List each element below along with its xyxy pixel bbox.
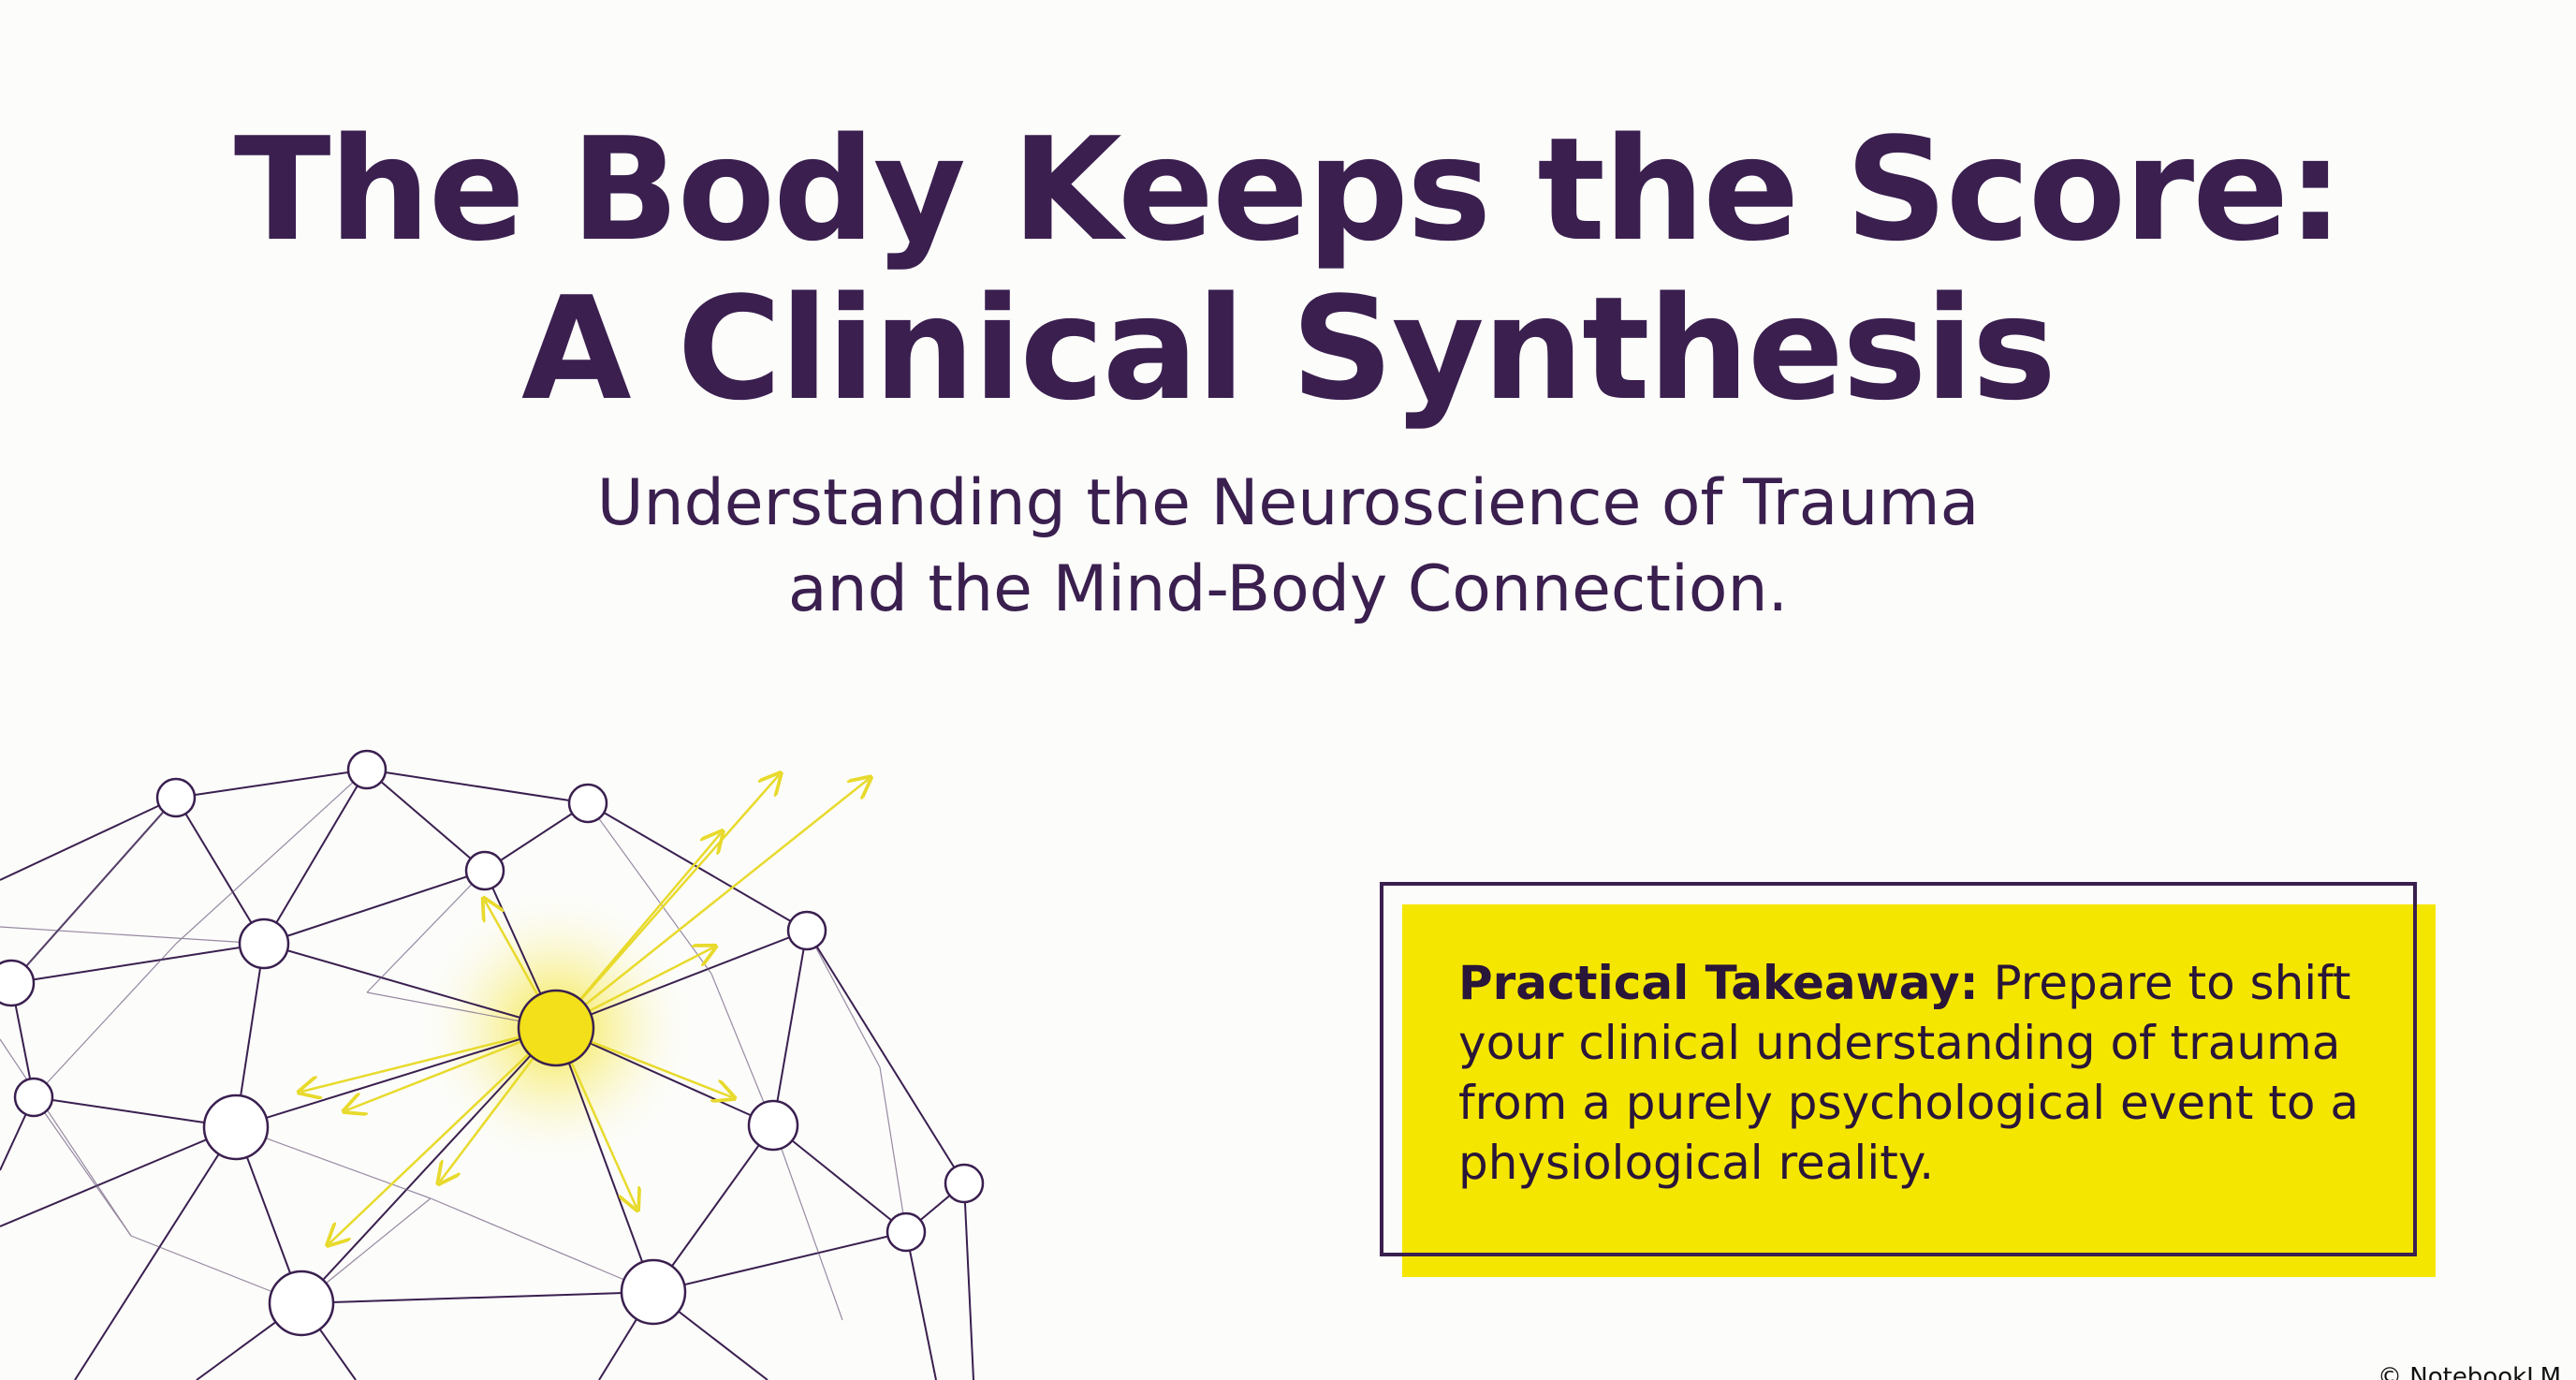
- title-line-2: A Clinical Synthesis: [520, 266, 2056, 432]
- takeaway-frame: [1380, 882, 2417, 1256]
- subtitle-line-1: Understanding the Neuroscience of Trauma: [596, 466, 1980, 540]
- page-subtitle: Understanding the Neuroscience of Trauma…: [0, 461, 2576, 633]
- takeaway-body: Prepare to shift your clinical understan…: [1458, 956, 2360, 1190]
- takeaway-lead: Practical Takeaway:: [1458, 956, 1979, 1010]
- page-title: The Body Keeps the Score: A Clinical Syn…: [0, 110, 2576, 429]
- watermark: © NotebookLM: [2378, 1363, 2562, 1380]
- takeaway-callout: Practical Takeaway: Prepare to shift you…: [1458, 953, 2376, 1193]
- title-line-1: The Body Keeps the Score:: [233, 107, 2344, 272]
- subtitle-line-2: and the Mind-Body Connection.: [787, 552, 1789, 626]
- neural-network-sphere-icon: [0, 749, 985, 1380]
- active-node: [517, 989, 595, 1067]
- takeaway-highlight: [1402, 904, 2436, 1277]
- network-nodes: [0, 749, 985, 1337]
